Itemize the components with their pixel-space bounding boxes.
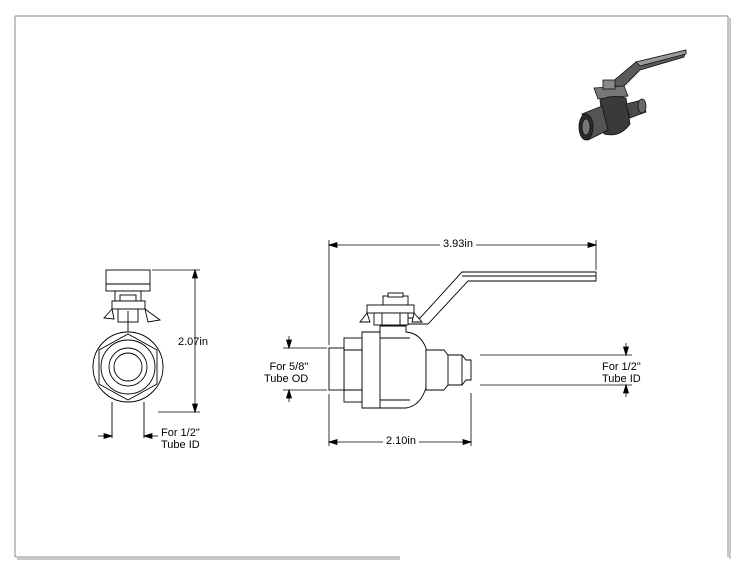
right-port-label-line2: Tube ID: [602, 373, 641, 385]
front-view: [92, 269, 164, 438]
side-view: [328, 271, 597, 409]
sheet-border: [14, 15, 729, 558]
left-port-label-line1: For 5/8": [269, 361, 309, 373]
right-port-label: For 1/2" Tube ID: [602, 361, 641, 385]
front-port-label-line2: Tube ID: [161, 439, 200, 451]
right-port-label-line1: For 1/2": [602, 361, 641, 373]
right-port-dimension: [480, 343, 632, 397]
left-port-dimension: [283, 336, 327, 402]
sheet-shadow: [17, 18, 731, 560]
body-length-label: 2.10in: [383, 435, 419, 447]
overall-length-dimension: [327, 240, 598, 345]
front-port-dimension: [98, 432, 158, 440]
front-height-dimension: [152, 268, 200, 414]
overall-length-label: 3.93in: [440, 238, 476, 250]
front-port-label: For 1/2" Tube ID: [161, 427, 200, 451]
left-port-label-line2: Tube OD: [264, 373, 309, 385]
left-port-label: For 5/8" Tube OD: [264, 361, 308, 385]
front-port-label-line1: For 1/2": [161, 427, 200, 439]
ball-valve-3d-icon: [578, 49, 687, 141]
front-height-label: 2.07in: [178, 336, 208, 348]
